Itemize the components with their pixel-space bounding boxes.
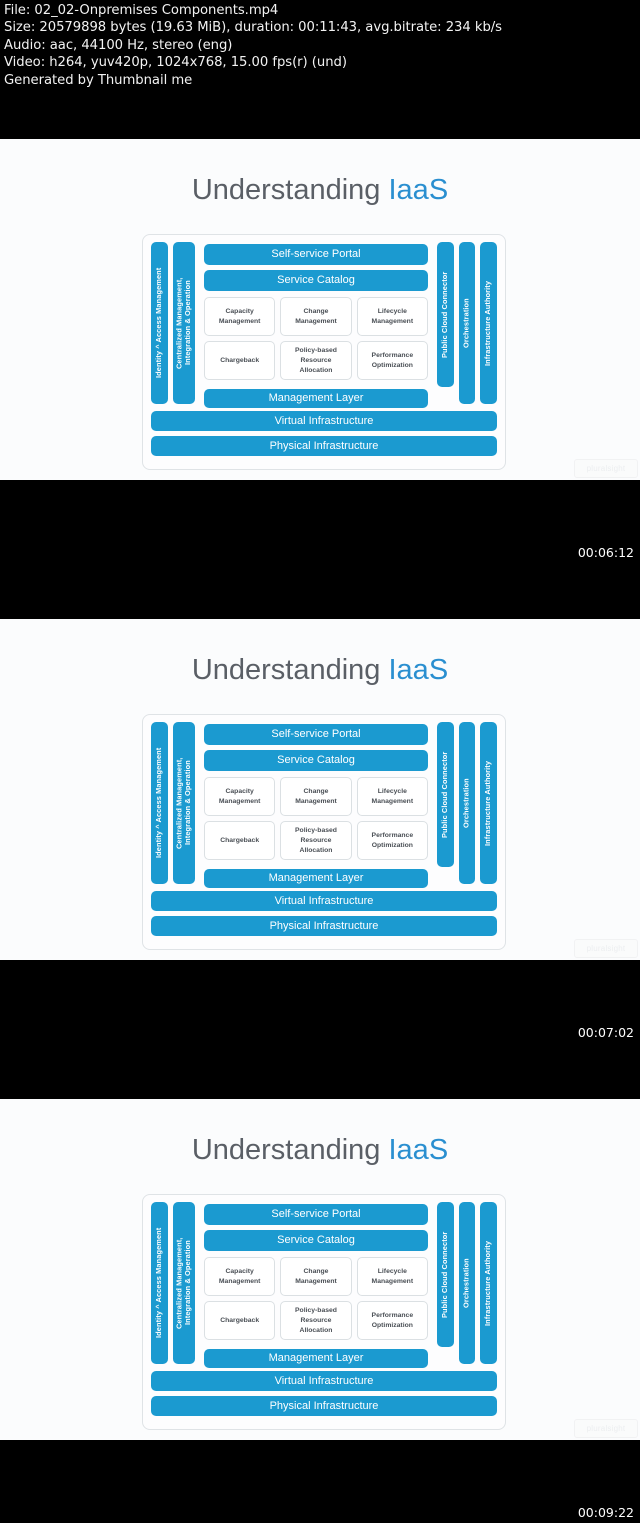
- bar-service-catalog: Service Catalog: [204, 270, 428, 291]
- pillar-infrastructure-authority: Infrastructure Authority: [480, 1202, 497, 1364]
- slide-image: Understanding IaaS Identity ^ Access Man…: [0, 139, 640, 480]
- bar-management-layer: Management Layer: [204, 869, 428, 888]
- metadata-line-video: Video: h264, yuv420p, 1024x768, 15.00 fp…: [4, 55, 347, 71]
- capability-grid: Capacity Management Change Management Li…: [204, 1257, 428, 1340]
- cell-policy-based-resource-allocation: Policy-based Resource Allocation: [280, 1301, 352, 1340]
- diagram-upper-section: Identity ^ Access Management Centralized…: [151, 1202, 497, 1368]
- pillar-identity-access-management: Identity ^ Access Management: [151, 722, 168, 884]
- video-thumbnail-frame-2[interactable]: Understanding IaaS Identity ^ Access Man…: [0, 619, 640, 1099]
- diagram-lower-section: Virtual Infrastructure Physical Infrastr…: [151, 891, 497, 936]
- file-metadata-header: File: 02_02-Onpremises Components.mp4 Si…: [0, 0, 640, 139]
- pillar-centralized-management: Centralized Management, Integration & Op…: [173, 242, 195, 404]
- pluralsight-watermark: pluralsight: [574, 1419, 638, 1438]
- pillar-centralized-management: Centralized Management, Integration & Op…: [173, 722, 195, 884]
- slide-image: Understanding IaaS Identity ^ Access Man…: [0, 619, 640, 960]
- page-title: Understanding IaaS: [0, 173, 640, 207]
- bar-physical-infrastructure: Physical Infrastructure: [151, 436, 497, 456]
- timestamp-strip: 00:06:12: [0, 480, 640, 619]
- frame-timestamp: 00:09:22: [577, 1505, 634, 1520]
- metadata-line-generator: Generated by Thumbnail me: [4, 72, 193, 88]
- iaas-architecture-diagram: Identity ^ Access Management Centralized…: [142, 1194, 506, 1430]
- cell-chargeback: Chargeback: [204, 1301, 276, 1340]
- diagram-upper-section: Identity ^ Access Management Centralized…: [151, 242, 497, 408]
- diagram-center-stack: Self-service Portal Service Catalog Capa…: [204, 722, 428, 888]
- timestamp-strip: 00:09:22: [0, 1440, 640, 1523]
- bar-service-catalog: Service Catalog: [204, 750, 428, 771]
- diagram-lower-section: Virtual Infrastructure Physical Infrastr…: [151, 1371, 497, 1416]
- cell-chargeback: Chargeback: [204, 821, 276, 860]
- bar-virtual-infrastructure: Virtual Infrastructure: [151, 411, 497, 431]
- cell-chargeback: Chargeback: [204, 341, 276, 380]
- slide-title-main: Understanding: [191, 1134, 389, 1166]
- slide-title-main: Understanding: [191, 174, 389, 206]
- page-title: Understanding IaaS: [0, 653, 640, 687]
- slide-title-accent: IaaS: [388, 174, 449, 206]
- pillar-identity-access-management: Identity ^ Access Management: [151, 1202, 168, 1364]
- pluralsight-watermark: pluralsight: [574, 939, 638, 958]
- cell-capacity-management: Capacity Management: [204, 297, 276, 336]
- video-thumbnail-frame-1[interactable]: Understanding IaaS Identity ^ Access Man…: [0, 139, 640, 619]
- bar-management-layer: Management Layer: [204, 1349, 428, 1368]
- slide-title-accent: IaaS: [388, 1134, 449, 1166]
- pluralsight-watermark: pluralsight: [574, 459, 638, 478]
- cell-capacity-management: Capacity Management: [204, 1257, 276, 1296]
- pillar-public-cloud-connector: Public Cloud Connector: [437, 722, 454, 867]
- bar-self-service-portal: Self-service Portal: [204, 244, 428, 265]
- bar-service-catalog: Service Catalog: [204, 1230, 428, 1251]
- diagram-center-stack: Self-service Portal Service Catalog Capa…: [204, 1202, 428, 1368]
- cell-change-management: Change Management: [280, 1257, 352, 1296]
- pillar-identity-access-management: Identity ^ Access Management: [151, 242, 168, 404]
- pillar-infrastructure-authority: Infrastructure Authority: [480, 722, 497, 884]
- cell-capacity-management: Capacity Management: [204, 777, 276, 816]
- cell-lifecycle-management: Lifecycle Management: [356, 297, 428, 336]
- iaas-architecture-diagram: Identity ^ Access Management Centralized…: [142, 234, 506, 470]
- cell-performance-optimization: Performance Optimization: [356, 1301, 428, 1340]
- frame-timestamp: 00:07:02: [577, 1025, 634, 1040]
- page-title: Understanding IaaS: [0, 1133, 640, 1167]
- cell-performance-optimization: Performance Optimization: [356, 341, 428, 380]
- pillar-infrastructure-authority: Infrastructure Authority: [480, 242, 497, 404]
- cell-lifecycle-management: Lifecycle Management: [356, 1257, 428, 1296]
- timestamp-strip: 00:07:02: [0, 960, 640, 1099]
- cell-policy-based-resource-allocation: Policy-based Resource Allocation: [280, 341, 352, 380]
- iaas-architecture-diagram: Identity ^ Access Management Centralized…: [142, 714, 506, 950]
- bar-management-layer: Management Layer: [204, 389, 428, 408]
- capability-grid: Capacity Management Change Management Li…: [204, 777, 428, 860]
- bar-virtual-infrastructure: Virtual Infrastructure: [151, 1371, 497, 1391]
- cell-policy-based-resource-allocation: Policy-based Resource Allocation: [280, 821, 352, 860]
- cell-change-management: Change Management: [280, 297, 352, 336]
- bar-self-service-portal: Self-service Portal: [204, 1204, 428, 1225]
- pillar-orchestration: Orchestration: [459, 722, 475, 884]
- metadata-line-size: Size: 20579898 bytes (19.63 MiB), durati…: [4, 20, 503, 36]
- bar-physical-infrastructure: Physical Infrastructure: [151, 916, 497, 936]
- cell-performance-optimization: Performance Optimization: [356, 821, 428, 860]
- pillar-public-cloud-connector: Public Cloud Connector: [437, 242, 454, 387]
- pillar-orchestration: Orchestration: [459, 242, 475, 404]
- pillar-centralized-management: Centralized Management, Integration & Op…: [173, 1202, 195, 1364]
- metadata-line-audio: Audio: aac, 44100 Hz, stereo (eng): [4, 37, 233, 53]
- capability-grid: Capacity Management Change Management Li…: [204, 297, 428, 380]
- bar-physical-infrastructure: Physical Infrastructure: [151, 1396, 497, 1416]
- diagram-upper-section: Identity ^ Access Management Centralized…: [151, 722, 497, 888]
- video-thumbnail-frame-3[interactable]: Understanding IaaS Identity ^ Access Man…: [0, 1099, 640, 1523]
- pillar-public-cloud-connector: Public Cloud Connector: [437, 1202, 454, 1347]
- bar-virtual-infrastructure: Virtual Infrastructure: [151, 891, 497, 911]
- metadata-line-file: File: 02_02-Onpremises Components.mp4: [4, 3, 279, 18]
- pillar-orchestration: Orchestration: [459, 1202, 475, 1364]
- diagram-center-stack: Self-service Portal Service Catalog Capa…: [204, 242, 428, 408]
- cell-lifecycle-management: Lifecycle Management: [356, 777, 428, 816]
- frame-timestamp: 00:06:12: [577, 545, 634, 560]
- slide-title-main: Understanding: [191, 654, 389, 686]
- diagram-lower-section: Virtual Infrastructure Physical Infrastr…: [151, 411, 497, 456]
- bar-self-service-portal: Self-service Portal: [204, 724, 428, 745]
- cell-change-management: Change Management: [280, 777, 352, 816]
- slide-title-accent: IaaS: [388, 654, 449, 686]
- slide-image: Understanding IaaS Identity ^ Access Man…: [0, 1099, 640, 1440]
